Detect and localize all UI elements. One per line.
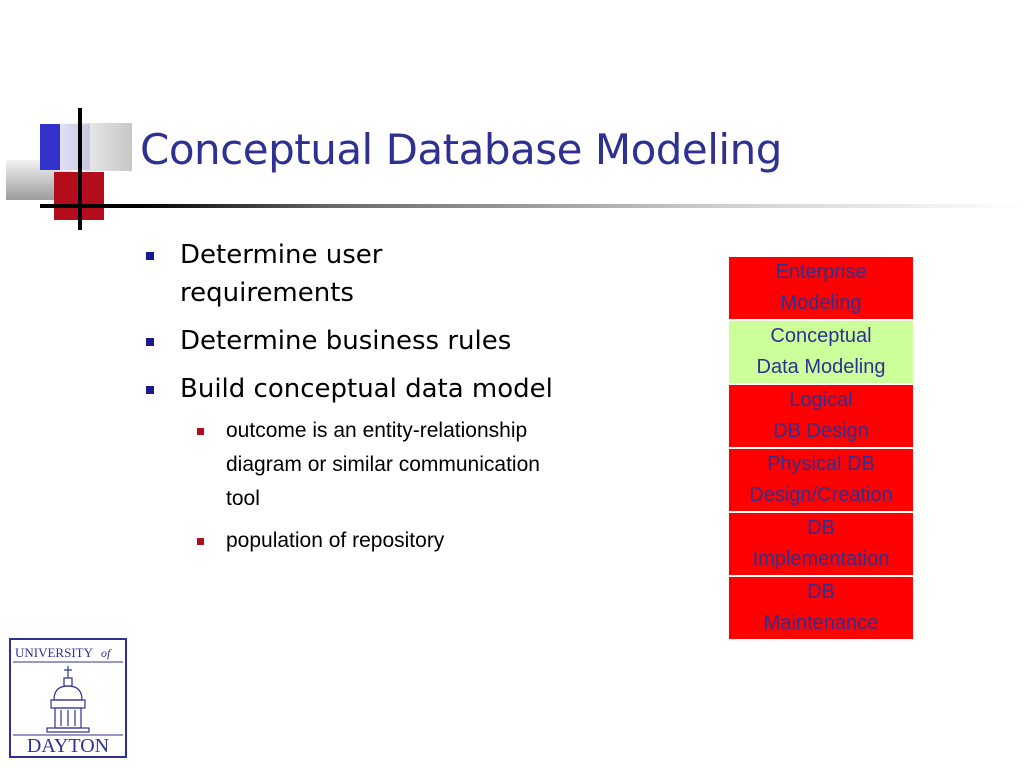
- bullet-list: Determine user requirements Determine bu…: [140, 236, 560, 568]
- bullet-square-icon: [146, 252, 154, 260]
- stage-label: Logical DB Design: [773, 389, 869, 442]
- stage-label: Conceptual Data Modeling: [756, 325, 886, 378]
- bullet-item: Determine business rules: [140, 322, 560, 360]
- logo-text-dayton: DAYTON: [27, 735, 109, 756]
- stage-logical-db-design: Logical DB Design: [728, 384, 914, 448]
- decor-gray-block: [60, 123, 132, 171]
- stage-db-maintenance: DB Maintenance: [728, 576, 914, 640]
- sub-bullet-list: outcome is an entity-relationship diagra…: [140, 414, 560, 558]
- stage-label: DB Maintenance: [763, 581, 879, 634]
- university-logo: UNIVERSITY of DAYTON: [9, 638, 127, 758]
- bullet-text: Determine business rules: [180, 326, 512, 356]
- stage-conceptual-data-modeling: Conceptual Data Modeling: [728, 320, 914, 384]
- stage-label: DB Implementation: [752, 517, 890, 570]
- stage-enterprise-modeling: Enterprise Modeling: [728, 256, 914, 320]
- bullet-square-icon: [146, 338, 154, 346]
- dayton-logo-graphic: UNIVERSITY of DAYTON: [13, 645, 123, 756]
- stage-label: Physical DB Design/Creation: [749, 453, 893, 506]
- sub-bullet-text: population of repository: [226, 529, 445, 552]
- bullet-text: Determine user requirements: [180, 240, 383, 308]
- stage-physical-db-design: Physical DB Design/Creation: [728, 448, 914, 512]
- sub-bullet-item: population of repository: [140, 524, 560, 558]
- bullet-square-icon: [146, 386, 154, 394]
- bullet-item: Determine user requirements: [140, 236, 560, 312]
- stage-label: Enterprise Modeling: [775, 261, 867, 314]
- logo-text-of: of: [101, 646, 112, 660]
- sub-bullet-square-icon: [197, 428, 204, 435]
- logo-text-university: UNIVERSITY: [15, 645, 94, 660]
- decor-vertical-line: [78, 108, 82, 230]
- sub-bullet-text: outcome is an entity-relationship diagra…: [226, 419, 540, 510]
- sub-bullet-item: outcome is an entity-relationship diagra…: [140, 414, 560, 516]
- slide-title: Conceptual Database Modeling: [140, 125, 782, 174]
- stage-db-implementation: DB Implementation: [728, 512, 914, 576]
- bullet-text: Build conceptual data model: [180, 374, 553, 404]
- lifecycle-stage-stack: Enterprise Modeling Conceptual Data Mode…: [728, 256, 914, 640]
- bullet-item: Build conceptual data model outcome is a…: [140, 370, 560, 558]
- sub-bullet-square-icon: [197, 538, 204, 545]
- chapel-dome-icon: [46, 666, 90, 733]
- decor-horizontal-rule: [40, 204, 1024, 208]
